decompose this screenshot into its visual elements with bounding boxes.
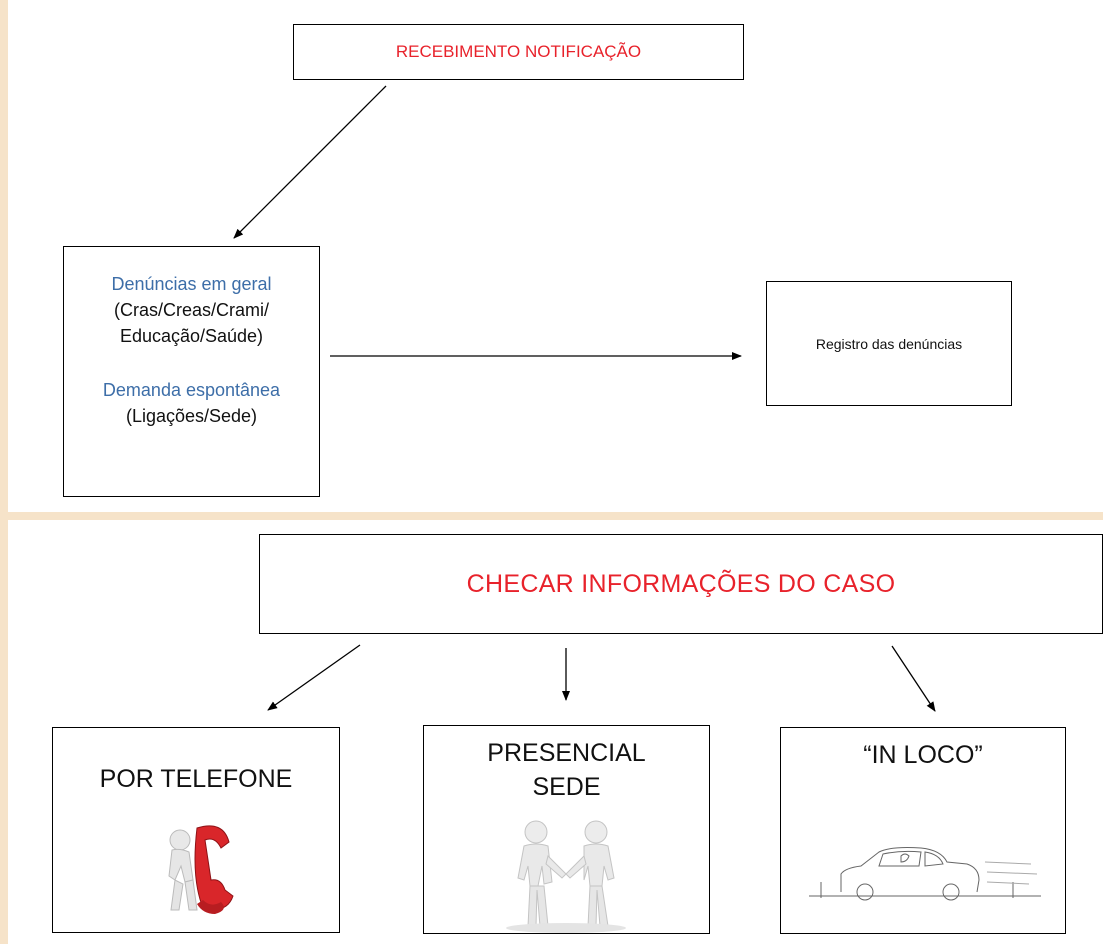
checar-informacoes-box: CHECAR INFORMAÇÕES DO CASO [259,534,1103,634]
car-sketch-icon [809,847,1041,901]
registro-denuncias-box: Registro das denúncias [766,281,1012,406]
presencial-label-line1: PRESENCIAL [487,739,646,767]
arrow-recebimento-to-denuncias [233,85,387,239]
presencial-label-line2: SEDE [532,773,601,801]
presencial-sede-box: PRESENCIAL SEDE [423,725,710,934]
bottom-panel: CHECAR INFORMAÇÕES DO CASO POR TELEFONE … [8,520,1103,944]
inloco-label: “IN LOCO” [863,741,983,769]
arrow-checar-to-inloco [891,645,936,712]
bottom-arrows [267,644,936,712]
recebimento-label: RECEBIMENTO NOTIFICAÇÃO [395,42,642,61]
person-with-red-telephone-icon [168,825,234,914]
demanda-title: Demanda espontânea [102,380,281,400]
top-panel: RECEBIMENTO NOTIFICAÇÃO Denúncias em ger… [8,0,1103,512]
demanda-line: (Ligações/Sede) [125,406,258,426]
checar-label: CHECAR INFORMAÇÕES DO CASO [466,569,896,598]
denuncias-line2: Educação/Saúde) [119,326,264,346]
por-telefone-box: POR TELEFONE [52,727,340,933]
telefone-label: POR TELEFONE [99,765,293,793]
denuncias-line1: (Cras/Creas/Crami/ [113,300,269,320]
registro-label: Registro das denúncias [815,335,963,352]
arrow-checar-to-telefone [267,644,361,711]
top-arrows [233,85,742,360]
people-shaking-hands-icon [506,820,626,933]
denuncias-title: Denúncias em geral [111,274,272,294]
recebimento-notificacao-box: RECEBIMENTO NOTIFICAÇÃO [293,24,744,80]
denuncias-box: Denúncias em geral (Cras/Creas/Crami/ Ed… [63,246,320,497]
in-loco-box: “IN LOCO” [780,727,1066,934]
